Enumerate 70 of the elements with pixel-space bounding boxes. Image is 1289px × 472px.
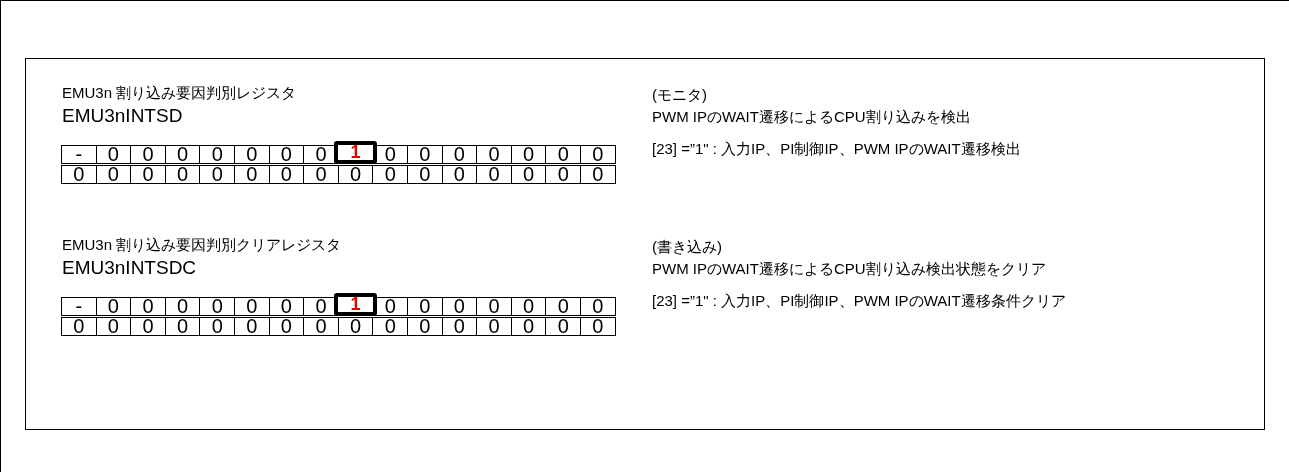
bit-value: 0 [476,297,512,316]
bit-value: 0 [580,165,616,184]
register-name: EMU3nINTSD [62,105,183,127]
bit-value: 0 [130,145,166,164]
bit-value: 0 [268,297,305,316]
bit-value: 0 [95,165,132,184]
bit-value: 0 [510,317,547,336]
bit-value: 0 [476,317,512,336]
bit-value: 0 [545,317,581,336]
bit-value: 0 [337,317,374,336]
bit-value: 0 [164,317,201,336]
bit-value: 0 [95,317,132,336]
highlighted-bit: 1 [333,141,378,164]
bit-value: 0 [164,165,201,184]
bit-value: 0 [510,165,547,184]
bit-value: 0 [130,317,166,336]
access-type: (書き込み) [652,238,722,257]
register-title: EMU3n 割り込み要因判別クリアレジスタ [62,236,342,255]
bit-value: 0 [199,317,235,336]
bit-value: 0 [441,317,478,336]
bit-value: 0 [130,297,166,316]
bit-value: 0 [164,145,201,164]
bit-value: 0 [580,317,616,336]
bit-value: 0 [476,165,512,184]
bit-value: 0 [510,297,547,316]
bit-value: 0 [95,297,132,316]
register-title: EMU3n 割り込み要因判別レジスタ [62,84,297,103]
bit-value: 0 [337,165,374,184]
bit-value: 0 [476,145,512,164]
bit-value: 0 [268,145,305,164]
bit-value: 0 [580,297,616,316]
register-name: EMU3nINTSDC [62,257,197,279]
bit-value: 0 [407,165,443,184]
bit-value: 0 [510,145,547,164]
bit-value: 0 [199,297,235,316]
bit-description: [23] =”1" : 入力IP、PI制御IP、PWM IPのWAIT遷移検出 [652,140,1021,159]
bit-value: 0 [441,165,478,184]
bit-value: 0 [199,165,235,184]
bit-value: 0 [407,297,443,316]
bit-value: 0 [95,145,132,164]
bit-value: 0 [407,317,443,336]
bit-value: - [61,145,97,164]
register-description: PWM IPのWAIT遷移によるCPU割り込みを検出 [652,108,971,127]
bit-value: 0 [303,317,339,336]
bit-value: 0 [441,145,478,164]
bit-value: 0 [61,165,97,184]
bit-value: 0 [234,317,270,336]
access-type: (モニタ) [652,86,707,105]
bit-value: 0 [130,165,166,184]
bit-value: 0 [61,317,97,336]
bit-value: 0 [441,297,478,316]
bit-value: 0 [303,165,339,184]
bit-value: 0 [372,317,408,336]
register-description: PWM IPのWAIT遷移によるCPU割り込み検出状態をクリア [652,260,1046,279]
bit-value: 0 [268,165,305,184]
bit-value: 0 [545,297,581,316]
bit-value: 0 [545,145,581,164]
bit-value: 0 [234,145,270,164]
bit-value: 0 [545,165,581,184]
bit-value: 0 [234,165,270,184]
bit-value: 0 [268,317,305,336]
bit-value: 0 [164,297,201,316]
bit-description: [23] =”1" : 入力IP、PI制御IP、PWM IPのWAIT遷移条件クリア [652,292,1066,311]
bit-value: 0 [234,297,270,316]
bit-value: 0 [372,165,408,184]
bit-value: 0 [407,145,443,164]
bit-value: - [61,297,97,316]
highlighted-bit: 1 [333,293,378,316]
bit-value: 0 [580,145,616,164]
bit-value: 0 [199,145,235,164]
